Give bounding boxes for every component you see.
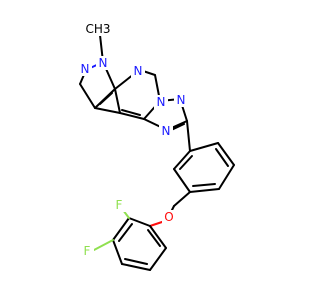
atom-n-pyrazole-1: N [99,56,108,70]
pyrimidine-ring [94,69,161,120]
bond-ph-5-6 [173,168,191,193]
bond-df-2-3 [112,217,130,241]
bond-ph-6-1-inner [179,155,193,170]
bond-df-2-3-inner [118,223,133,242]
bond-df-5-6 [149,247,167,271]
bond-c7a-n7 [114,73,135,90]
bond-ph-ch2 [173,191,191,207]
bond-ph-3-4 [218,164,235,190]
bond-df-6-1-inner [147,229,161,247]
bond-df-1-2 [128,217,151,227]
phenyl-ring [173,142,235,193]
atom-n-pyrimidine: N [134,64,143,78]
difluorophenyl-ring [93,205,167,271]
bond-c3b-c7a [114,88,121,114]
atom-fluorine-para: F [84,244,91,258]
bond-c3a-c7a-double [99,92,113,105]
bond-c-f-para [93,239,114,251]
atom-n-triazole-2: N [177,93,186,107]
atom-n-triazole-bridge: N [157,95,166,109]
bond-c3-c3a [79,83,96,109]
atom-n-triazole-3: N [162,124,171,138]
bond-ph-2-3-inner [215,148,229,167]
atom-n-pyrazole-2: N [81,62,90,76]
bond-ph-6-1 [173,150,191,170]
bond-ph-2-3 [217,142,235,166]
molecule-diagram: N N CH3 N N N N O F F [78,22,235,271]
atom-fluorine-ortho: F [116,198,123,212]
bond-ph-4-5 [189,188,220,193]
atom-oxygen: O [164,210,173,224]
bond-c4a-c3b-inner [121,109,141,116]
atom-methyl: CH3 [85,22,110,36]
bond-df-4-5-inner [124,258,148,265]
bond-ph-4-5-inner [192,183,216,187]
bond-triazole-phenyl [186,120,191,152]
bond-df-4-5 [121,263,151,271]
atom-labels: N N CH3 N N N N O F F [78,22,188,258]
bond-c3a-c3b [94,107,121,114]
bond-df-3-4 [112,239,123,265]
bond-df-6-1 [149,225,167,249]
bond-ph-1-2 [189,142,219,152]
bond-c4a-c3b [119,112,145,120]
